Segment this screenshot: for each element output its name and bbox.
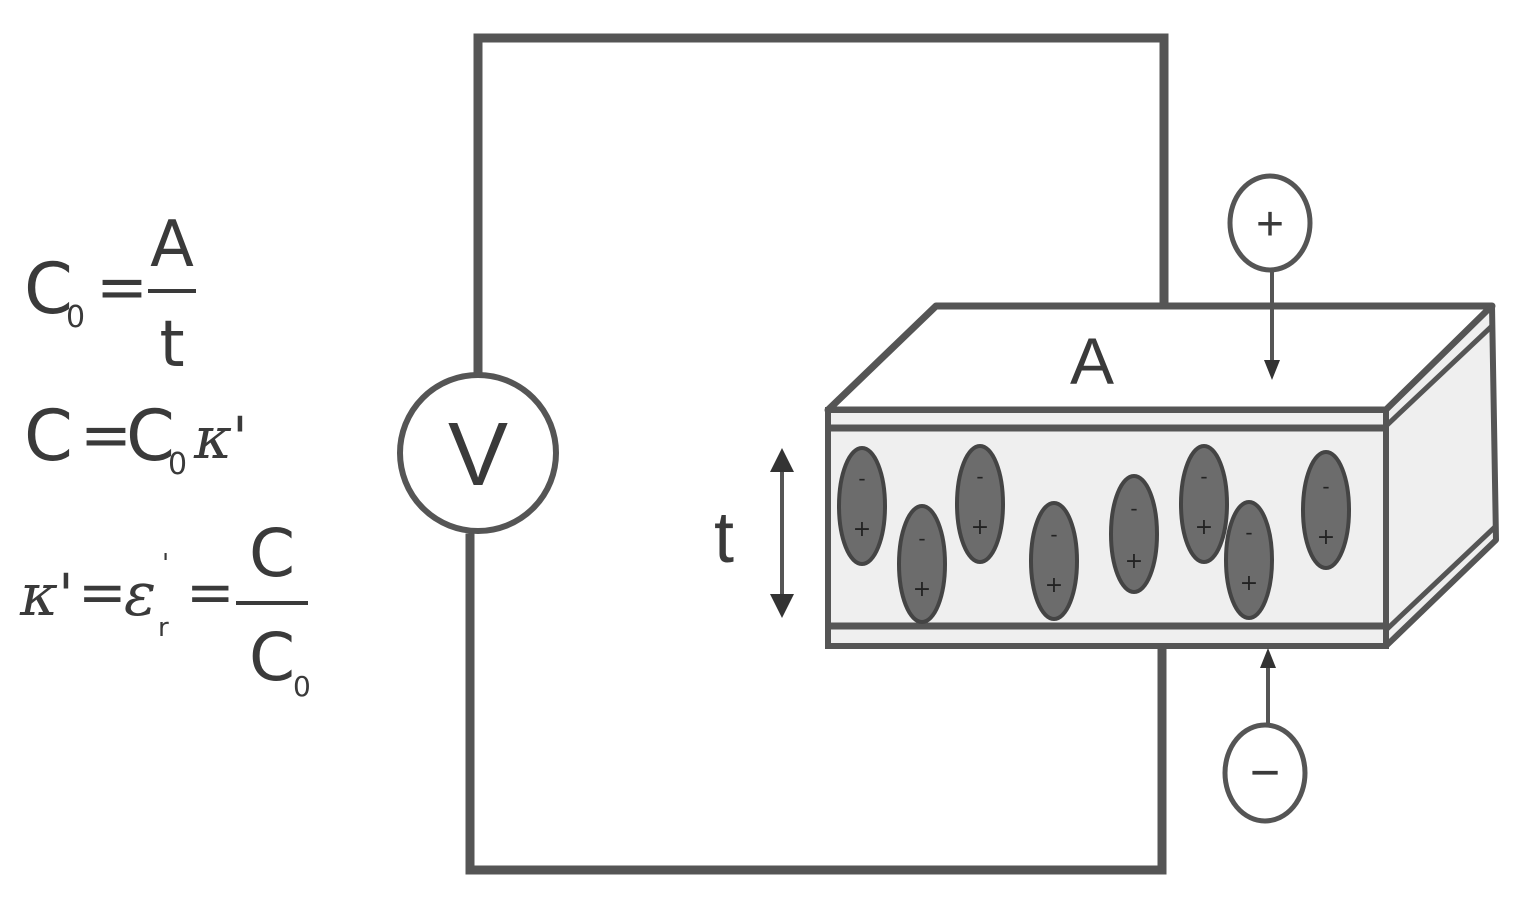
eq3-epsilon-subscript: r <box>158 613 169 643</box>
dipole-pos-sign: + <box>1195 515 1213 540</box>
dipole: - + <box>1179 444 1229 564</box>
thickness-arrow-up-head <box>770 448 794 472</box>
positive-terminal: + <box>1227 173 1313 380</box>
voltmeter-label: V <box>448 405 508 505</box>
plus-terminal-circle <box>1227 173 1313 273</box>
dipole-pos-sign: + <box>971 515 989 540</box>
minus-terminal-sign: − <box>1250 744 1280 802</box>
dipole: - + <box>1109 474 1159 594</box>
capacitor-top-face <box>824 302 1496 414</box>
equation-c0: C 0 = A t <box>24 208 196 382</box>
dipole-body <box>1029 501 1079 621</box>
dipole-neg-sign: - <box>858 467 865 491</box>
eq3-equals-1: = <box>78 558 127 626</box>
dipole-body <box>897 504 947 624</box>
dipole-neg-sign: - <box>918 527 925 551</box>
dipole-neg-sign: - <box>1130 497 1137 521</box>
capacitor: A <box>824 302 1499 649</box>
equation-kappa: κ' = ε ' r = C C 0 <box>19 515 311 703</box>
thickness-arrow-down-head <box>770 594 794 618</box>
dipole: - + <box>1301 450 1351 570</box>
eq2-kappa: κ' <box>193 404 248 472</box>
eq3-denominator-subscript: 0 <box>293 670 311 703</box>
eq3-epsilon-superscript: ' <box>162 549 169 579</box>
dipole-body <box>1224 500 1274 620</box>
dipole-neg-sign: - <box>1050 523 1057 547</box>
eq1-lhs-subscript: 0 <box>66 300 85 335</box>
thickness-indicator: t <box>714 448 794 618</box>
thickness-label: t <box>714 498 734 578</box>
dipole-pos-sign: + <box>1125 549 1143 574</box>
eq3-epsilon: ε <box>124 560 156 630</box>
eq2-rhs: C <box>126 395 175 477</box>
side-top-plate-edge <box>1384 324 1494 428</box>
dipole-body <box>1301 450 1351 570</box>
dipole-body <box>955 444 1005 564</box>
dipole-pos-sign: + <box>853 517 871 542</box>
equations: C 0 = A t C = C 0 κ' κ' = ε ' r = C C 0 <box>19 208 311 703</box>
minus-terminal-circle <box>1222 722 1308 824</box>
dipole-neg-sign: - <box>1245 521 1252 545</box>
eq1-lhs: C <box>24 248 73 330</box>
eq1-equals: = <box>96 250 148 323</box>
minus-terminal-arrow-head <box>1260 648 1276 668</box>
dipole-body <box>1109 474 1159 594</box>
eq3-denominator: C <box>249 619 295 696</box>
side-bottom-plate-edge <box>1384 524 1498 632</box>
eq2-rhs-subscript: 0 <box>168 447 187 482</box>
dipole-body <box>1179 444 1229 564</box>
dipole-neg-sign: - <box>1322 475 1329 499</box>
dipole: - + <box>955 444 1005 564</box>
eq3-numerator: C <box>249 515 295 592</box>
eq2-lhs: C <box>24 395 73 477</box>
dipole: - + <box>837 446 887 566</box>
dipole-body <box>837 446 887 566</box>
dipole: - + <box>897 504 947 624</box>
dipoles: - + - + - + - + - + - + - <box>837 444 1351 624</box>
dipole-pos-sign: + <box>1317 525 1335 550</box>
dipole-pos-sign: + <box>913 577 931 602</box>
circuit-wires <box>465 33 1169 875</box>
dipole-pos-sign: + <box>1240 571 1258 596</box>
eq1-numerator: A <box>150 208 194 282</box>
voltmeter: V <box>397 372 559 534</box>
eq1-denominator: t <box>159 308 184 382</box>
top-wire <box>473 33 1169 377</box>
equation-c: C = C 0 κ' <box>24 395 248 482</box>
eq2-equals: = <box>80 398 132 471</box>
dipole-pos-sign: + <box>1045 573 1063 598</box>
bottom-wire <box>465 533 1167 875</box>
voltmeter-circle <box>397 372 559 534</box>
eq3-kappa: κ' <box>19 561 74 629</box>
dipole-neg-sign: - <box>976 465 983 489</box>
dipole: - + <box>1224 500 1274 620</box>
plus-terminal-arrow-head <box>1264 360 1280 380</box>
eq3-equals-2: = <box>186 558 235 626</box>
dipole: - + <box>1029 501 1079 621</box>
dipole-neg-sign: - <box>1200 465 1207 489</box>
negative-terminal: − <box>1222 648 1308 824</box>
plus-terminal-sign: + <box>1256 198 1284 251</box>
area-label: A <box>1070 324 1114 398</box>
